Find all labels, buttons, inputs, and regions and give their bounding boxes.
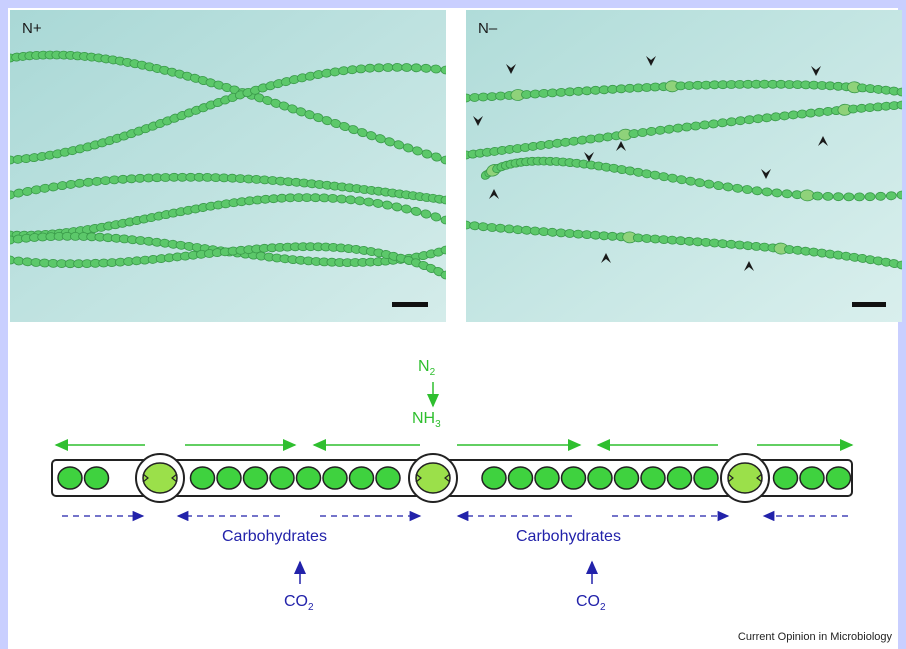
vegetative-cell <box>896 100 902 110</box>
panel-label-n-minus: N– <box>478 20 498 37</box>
vegetative-cell <box>613 466 640 490</box>
micrograph-n-plus-image <box>10 10 446 322</box>
heterocyst-pore <box>142 473 149 483</box>
heterocyst-cell <box>415 462 451 494</box>
vegetative-cell <box>375 466 401 490</box>
micrograph-n-minus: N– <box>466 10 902 322</box>
vegetative-cell <box>440 270 446 280</box>
heterocyst-arrowhead <box>489 189 499 199</box>
heterocyst-arrowhead <box>506 64 516 74</box>
heterocyst-arrowhead <box>818 136 828 146</box>
vegetative-cell <box>269 466 295 490</box>
scale-bar <box>852 302 886 307</box>
vegetative-cell <box>875 191 886 201</box>
vegetative-cell <box>295 466 322 490</box>
vegetative-cell <box>822 191 834 201</box>
vegetative-cell <box>812 191 823 201</box>
vegetative-cell <box>693 466 719 490</box>
heterocyst-arrowhead <box>811 66 821 76</box>
vegetative-cell <box>825 466 852 490</box>
vegetative-cell <box>83 466 110 490</box>
vegetative-cell <box>382 63 394 72</box>
vegetative-cell <box>410 63 422 73</box>
heterocyst-pore <box>415 473 422 483</box>
vegetative-cell <box>401 63 413 72</box>
vegetative-cell <box>560 466 587 490</box>
vegetative-cell <box>534 466 560 490</box>
heterocyst-pore <box>444 473 451 483</box>
vegetative-cell <box>864 192 876 202</box>
vegetative-cell <box>854 192 865 202</box>
journal-credit: Current Opinion in Microbiology <box>737 631 892 643</box>
co2-label-left: CO2 <box>284 593 314 614</box>
vegetative-cell <box>781 189 793 199</box>
vegetative-cell <box>666 466 693 490</box>
vegetative-cell <box>896 87 902 97</box>
vegetative-cell <box>587 466 613 490</box>
vegetative-cell <box>440 195 446 205</box>
panel-label-n-plus: N+ <box>22 20 42 37</box>
heterocyst-arrowhead <box>616 141 626 151</box>
heterocyst-arrowhead <box>584 152 594 162</box>
heterocyst-arrowhead <box>646 56 656 66</box>
vegetative-cell <box>440 215 446 225</box>
vegetative-cell <box>322 466 348 490</box>
heterocyst-arrowhead <box>473 116 483 126</box>
vegetative-cell <box>189 466 216 490</box>
heterocyst-cell <box>727 462 763 494</box>
micrograph-n-minus-image <box>466 10 902 322</box>
vegetative-cell <box>391 62 403 72</box>
scale-bar <box>392 302 428 307</box>
co2-label-right: CO2 <box>576 593 606 614</box>
heterocyst-arrowhead <box>761 169 771 179</box>
vegetative-cell <box>481 466 507 490</box>
vegetative-cell <box>420 63 432 73</box>
vegetative-cell <box>896 190 902 200</box>
micrograph-n-plus: N+ <box>10 10 446 322</box>
heterocyst-pore <box>171 473 178 483</box>
vegetative-cell <box>772 466 799 490</box>
vegetative-cell <box>843 192 855 202</box>
heterocyst-arrowhead <box>601 253 611 263</box>
vegetative-cell <box>833 192 844 202</box>
vegetative-cell <box>507 466 534 490</box>
vegetative-cell <box>885 191 897 201</box>
heterocyst-cell <box>142 462 178 494</box>
vegetative-cell <box>373 63 385 73</box>
carbohydrates-label-left: Carbohydrates <box>222 528 327 545</box>
heterocyst-arrowhead <box>744 261 754 271</box>
n2-label: N2 <box>418 358 436 379</box>
heterocyst-pore <box>756 473 763 483</box>
nh3-label: NH3 <box>412 410 441 431</box>
vegetative-cell <box>440 155 446 165</box>
vegetative-cell <box>799 466 825 490</box>
vegetative-cell <box>440 245 446 255</box>
carbohydrates-label-right: Carbohydrates <box>516 528 621 545</box>
vegetative-cell <box>430 212 442 222</box>
vegetative-cell <box>440 65 446 75</box>
heterocyst-pore <box>727 473 734 483</box>
heterocyst-schematic <box>51 382 854 584</box>
vegetative-cell <box>216 466 242 490</box>
vegetative-cell <box>640 466 666 490</box>
vegetative-cell <box>57 466 83 490</box>
vegetative-cell <box>242 466 269 490</box>
vegetative-cell <box>896 260 902 270</box>
vegetative-cell <box>348 466 375 490</box>
